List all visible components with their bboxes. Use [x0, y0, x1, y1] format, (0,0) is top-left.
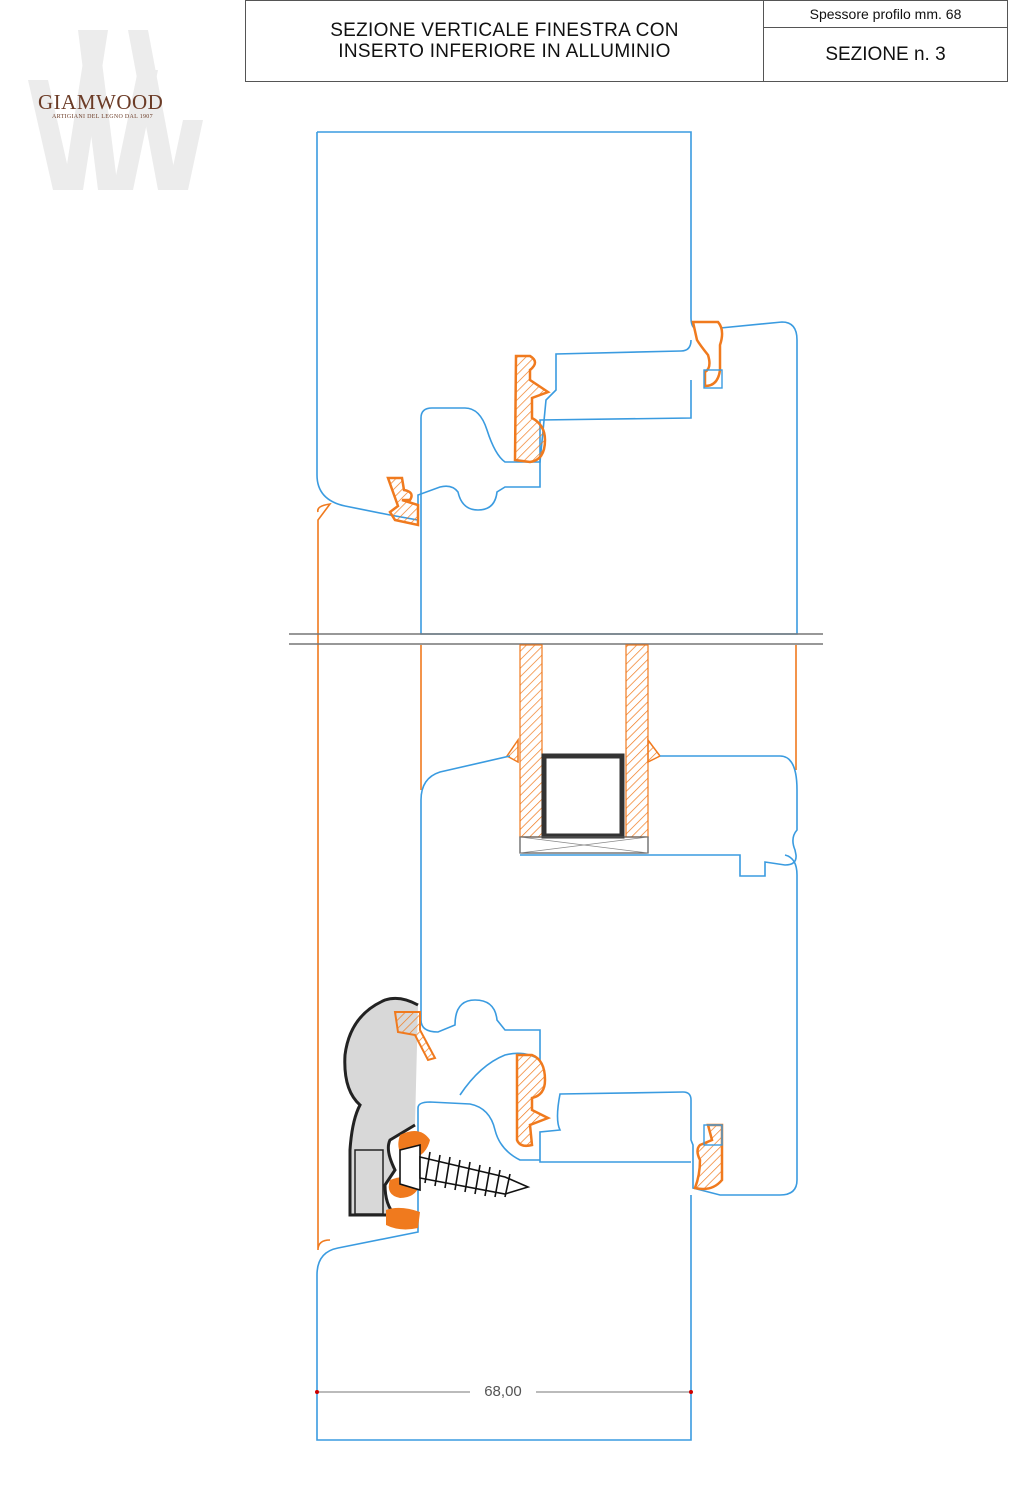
title-block: SEZIONE VERTICALE FINESTRA CON INSERTO I… [245, 0, 1008, 82]
lower-gasket-right [693, 1123, 724, 1191]
lower-sill-outline [316, 1101, 692, 1441]
upper-gasket-right-base [703, 369, 723, 389]
glass-pane-left [519, 644, 543, 838]
lower-frame-outline [539, 854, 798, 1196]
upper-frame-outline [317, 131, 798, 635]
logo-tagline: ARTIGIANI DEL LEGNO DAL 1907 [52, 114, 153, 120]
title-line-1: SEZIONE VERTICALE FINESTRA CON [330, 20, 679, 41]
lower-sash-right-outline [520, 755, 798, 877]
lower-gasket-right-base [703, 1124, 723, 1146]
upper-gasket-left [386, 476, 420, 527]
upper-gasket-middle [513, 354, 551, 464]
glass-spacer [541, 753, 625, 839]
outer-wall-left [316, 502, 332, 1251]
width-dimension-label: 68,00 [470, 1383, 536, 1400]
fixing-screw-icon [399, 1143, 531, 1198]
giamwood-logo-mark [28, 30, 203, 190]
glass-pane-right [625, 644, 649, 838]
profile-thickness-label: Spessore profilo mm. 68 [764, 1, 1007, 28]
aluminium-insert [343, 996, 419, 1217]
glass-bead-bottom [519, 836, 649, 854]
glazing-seal-right [647, 737, 662, 764]
upper-gasket-right [691, 320, 724, 388]
aluminium-slot [354, 1149, 384, 1215]
lower-sash-outline [420, 755, 541, 1096]
glass-unit [505, 644, 662, 854]
section-number-label: SEZIONE n. 3 [825, 43, 946, 65]
logo-brand-name: GIAMWOOD [38, 90, 164, 114]
glazing-seal-left [505, 737, 519, 764]
aluminium-clip [393, 1011, 437, 1062]
drawing-title: SEZIONE VERTICALE FINESTRA CON INSERTO I… [246, 1, 764, 81]
upper-sash-outline [316, 132, 692, 521]
lower-gasket-middle [515, 1053, 552, 1148]
title-line-2: INSERTO INFERIORE IN ALLUMINIO [338, 41, 671, 62]
